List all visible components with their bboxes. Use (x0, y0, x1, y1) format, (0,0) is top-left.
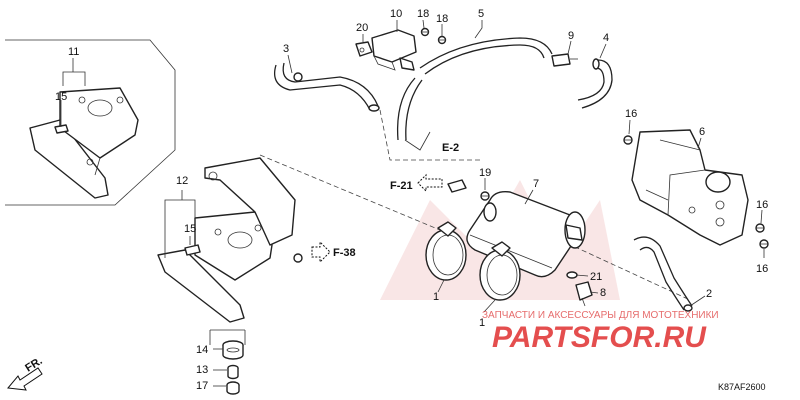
ref-e2[interactable]: E-2 (442, 142, 459, 154)
nut-f38[interactable] (293, 253, 303, 263)
bolt-16c[interactable] (759, 239, 769, 249)
hose-4[interactable] (577, 58, 613, 109)
callout-16c: 16 (756, 263, 768, 275)
fr-arrow (7, 367, 43, 391)
label-plate-15b[interactable] (184, 244, 201, 256)
dashed-guides (259, 109, 691, 301)
clip-3[interactable] (293, 72, 303, 82)
callout-10: 10 (390, 8, 402, 20)
bolt-16b[interactable] (755, 223, 765, 233)
canister-bracket-6[interactable] (631, 129, 749, 246)
clamp-band-1a[interactable] (425, 221, 467, 281)
callout-9: 9 (568, 30, 574, 42)
watermark-caption: ЗАПЧАСТИ И АКСЕССУАРЫ ДЛЯ МОТОТЕХНИКИ (482, 310, 719, 321)
callout-14: 14 (196, 344, 208, 356)
collar-13[interactable] (227, 364, 239, 380)
callout-15a: 15 (55, 91, 67, 103)
ref-f21[interactable]: F-21 (390, 180, 413, 192)
callout-4: 4 (603, 32, 609, 44)
callout-16a: 16 (625, 108, 637, 120)
callout-12: 12 (176, 175, 188, 187)
e2-leader (404, 131, 431, 151)
callout-13: 13 (196, 364, 208, 376)
bolt-16a[interactable] (623, 135, 633, 145)
bolt-18b[interactable] (437, 35, 447, 45)
hose-3[interactable] (273, 62, 380, 112)
callout-18b: 18 (436, 13, 448, 25)
bolt-18a[interactable] (420, 27, 430, 37)
callout-3: 3 (283, 43, 289, 55)
callout-5: 5 (478, 8, 484, 20)
callout-21: 21 (590, 271, 602, 283)
callout-19: 19 (479, 167, 491, 179)
hose-2[interactable] (633, 236, 693, 312)
hose-5[interactable] (396, 37, 553, 141)
callout-6: 6 (699, 126, 705, 138)
plug-8[interactable] (575, 281, 593, 307)
bolt-17[interactable] (226, 381, 240, 395)
bracket-assembly-11[interactable] (29, 87, 139, 199)
callout-11: 11 (68, 46, 79, 58)
clip-20[interactable] (355, 41, 373, 57)
callout-7: 7 (533, 178, 539, 190)
callout-2: 2 (706, 288, 712, 300)
callout-8: 8 (600, 287, 606, 299)
guide-lines (209, 329, 246, 345)
ref-f38[interactable]: F-38 (333, 247, 356, 259)
callout-1a: 1 (433, 291, 439, 303)
rubber-tab[interactable] (447, 179, 467, 193)
callout-17: 17 (196, 380, 208, 392)
diagram-code: K87AF2600 (718, 382, 766, 392)
label-plate-15a[interactable] (54, 124, 69, 134)
callout-1b: 1 (479, 317, 485, 329)
inset-frame (5, 39, 176, 206)
callout-20: 20 (356, 22, 368, 34)
arrow-f21 (417, 173, 443, 193)
joint-9[interactable] (551, 53, 578, 67)
grommet-14[interactable] (222, 340, 244, 360)
callout-15b: 15 (184, 223, 196, 235)
callout-16b: 16 (756, 199, 768, 211)
callout-18a: 18 (417, 8, 429, 20)
arrow-f38 (311, 240, 331, 264)
solenoid-valve-10[interactable] (371, 29, 417, 71)
seal-ring-21[interactable] (566, 271, 578, 279)
clamp-band-1b[interactable] (479, 241, 521, 301)
watermark-brand: PARTSFOR.RU (492, 321, 707, 354)
mudguard-bracket-12[interactable] (157, 157, 296, 323)
ref-fr: FR. (23, 355, 44, 375)
leader-lines (60, 19, 765, 387)
nut-19[interactable] (480, 191, 490, 201)
